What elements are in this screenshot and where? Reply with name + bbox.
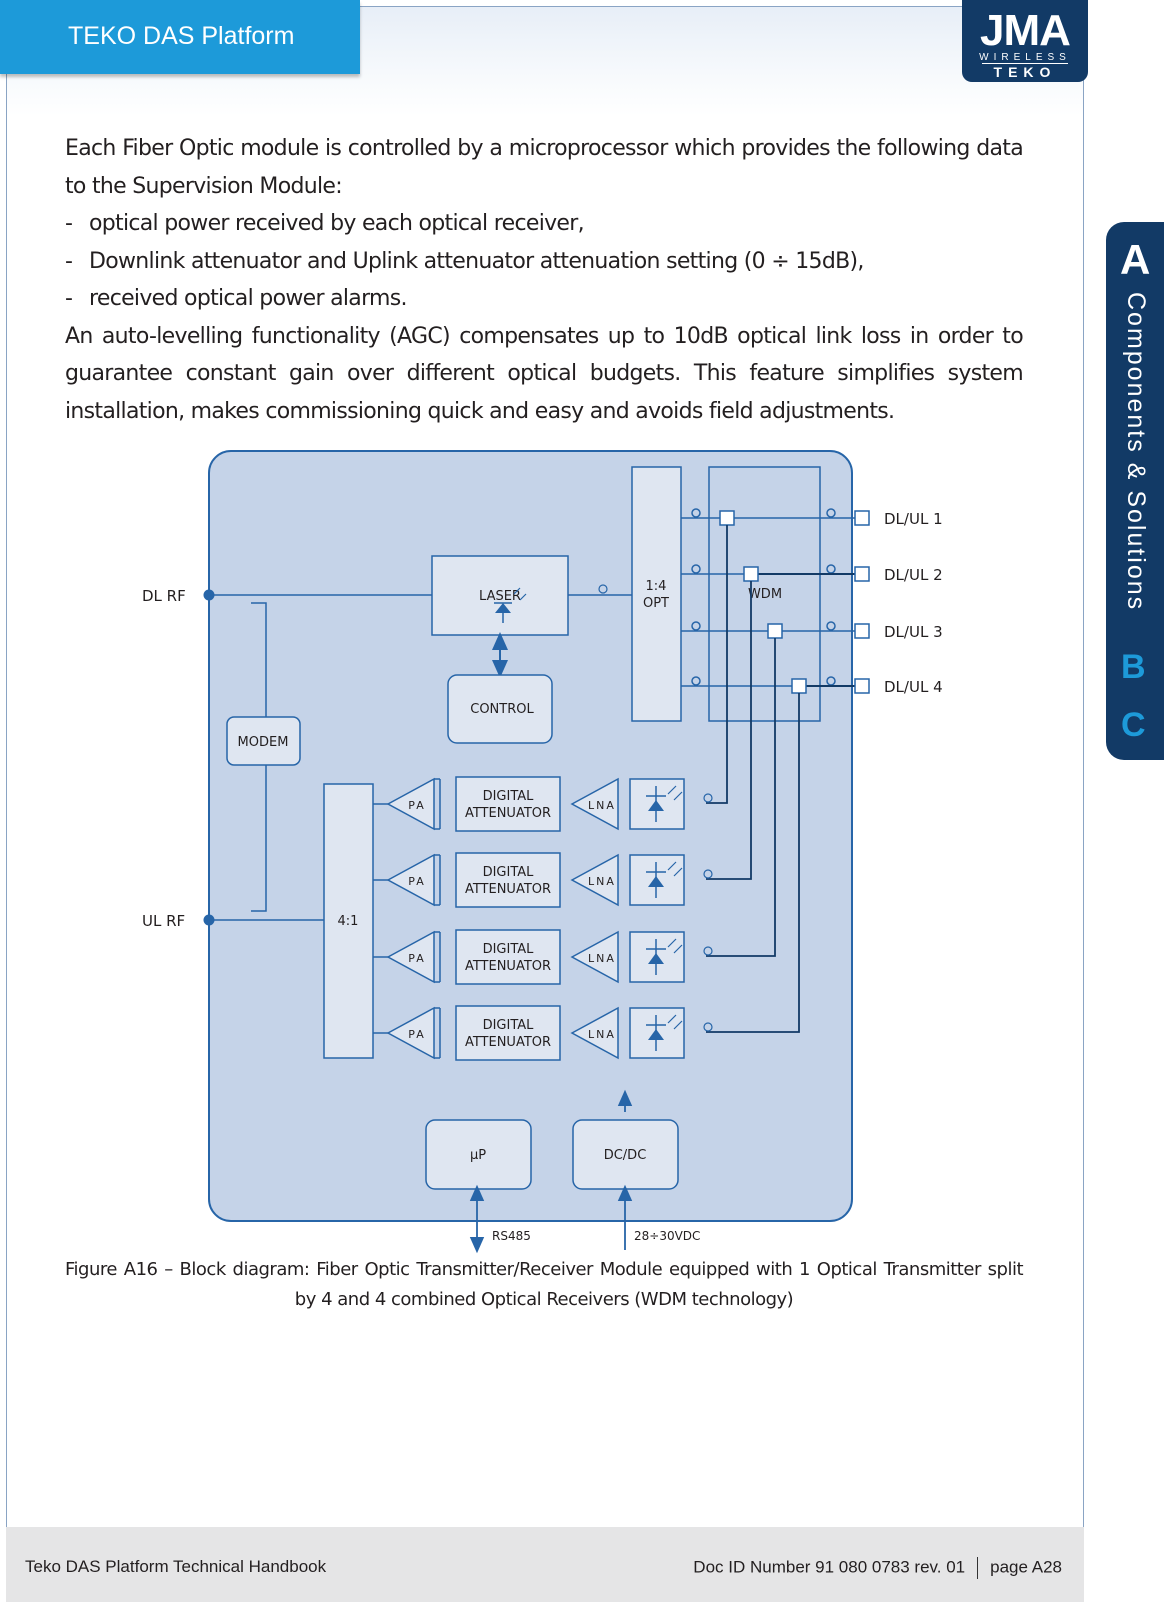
modem-label: MODEM — [238, 735, 289, 750]
dl-rf-port — [203, 589, 215, 601]
logo-sub: WIRELESS — [979, 52, 1071, 63]
port-2-connector — [854, 566, 870, 582]
header-tab: TEKO DAS Platform — [0, 0, 360, 74]
bullet-item: -received optical power alarms. — [65, 280, 1023, 318]
port-1-label: DL/UL 1 — [884, 510, 943, 528]
caption-line-2: by 4 and 4 combined Optical Receivers (W… — [294, 1289, 794, 1310]
lna-label: LNA — [588, 799, 616, 812]
attenuator-label-line1: DIGITAL — [483, 1018, 535, 1033]
figure-caption: Figure A16 – Block diagram: Fiber Optic … — [65, 1255, 1024, 1315]
pa-label: PA — [408, 952, 425, 965]
pa-label: PA — [408, 799, 425, 812]
caption-line-1: Figure A16 – Block diagram: Fiber Optic … — [65, 1259, 1024, 1280]
microprocessor-label: µP — [470, 1148, 486, 1163]
combiner-block — [323, 783, 374, 1059]
photodiode-icon — [648, 953, 664, 964]
bullet-text: Downlink attenuator and Uplink attenuato… — [89, 248, 864, 274]
footer-doc-id: Doc ID Number 91 080 0783 rev. 01 — [693, 1557, 966, 1577]
attenuator-label-line1: DIGITAL — [483, 865, 535, 880]
bullet-text: received optical power alarms. — [89, 286, 408, 311]
logo-main: JMA — [980, 6, 1071, 55]
footer-doc-info: Doc ID Number 91 080 0783 rev. 01 page A2… — [693, 1557, 1062, 1579]
receiver-chain-2: PA DIGITAL ATTENUATOR LNA — [373, 852, 685, 908]
power-label: 28÷30VDC — [634, 1229, 700, 1243]
wdm-label: WDM — [748, 587, 782, 602]
attenuator-label-line2: ATTENUATOR — [465, 882, 551, 897]
bullet-item: -Downlink attenuator and Uplink attenuat… — [65, 243, 1023, 281]
footer-page-number: page A28 — [990, 1557, 1062, 1577]
section-side-tab: A Components & Solutions B C — [1106, 222, 1164, 760]
lna-label: LNA — [588, 1028, 616, 1041]
splitter-label-type: OPT — [643, 596, 669, 611]
intro-paragraph: Each Fiber Optic module is controlled by… — [65, 136, 1024, 199]
section-letter-b[interactable]: B — [1121, 648, 1146, 686]
receiver-chain-1: PA DIGITAL ATTENUATOR LNA — [373, 776, 685, 832]
receiver-chain-4: PA DIGITAL ATTENUATOR LNA — [373, 1005, 685, 1061]
port-1-connector — [854, 510, 870, 526]
ul-rf-port — [203, 914, 215, 926]
dcdc-label: DC/DC — [604, 1148, 647, 1163]
agc-paragraph: An auto-levelling functionality (AGC) co… — [65, 323, 1024, 424]
header-title: TEKO DAS Platform — [68, 22, 295, 50]
body-text: Each Fiber Optic module is controlled by… — [65, 130, 1024, 430]
optical-splitter-block — [631, 466, 682, 722]
combiner-label: 4:1 — [338, 914, 359, 929]
port-4-connector — [854, 678, 870, 694]
company-logo: JMA WIRELESS TEKO — [962, 0, 1088, 82]
laser-label: LASER — [479, 589, 521, 604]
attenuator-label-line1: DIGITAL — [483, 789, 535, 804]
logo-divider — [982, 63, 1068, 64]
modem-block — [226, 716, 301, 766]
attenuator-label-line2: ATTENUATOR — [465, 1035, 551, 1050]
attenuator-label-line2: ATTENUATOR — [465, 959, 551, 974]
receiver-chain-3: PA DIGITAL ATTENUATOR LNA — [373, 929, 685, 985]
photodiode-icon — [648, 800, 664, 811]
port-2-label: DL/UL 2 — [884, 566, 943, 584]
wdm-block — [708, 466, 821, 722]
lna-label: LNA — [588, 952, 616, 965]
control-block — [447, 674, 553, 744]
control-label: CONTROL — [470, 702, 534, 717]
footer-separator — [977, 1557, 979, 1579]
section-label: Components & Solutions — [1122, 292, 1150, 612]
dl-rf-label: DL RF — [142, 587, 186, 605]
logo-brand: TEKO — [993, 64, 1057, 80]
port-4-label: DL/UL 4 — [884, 678, 943, 696]
footer-handbook-title: Teko DAS Platform Technical Handbook — [25, 1557, 327, 1576]
photodiode-icon — [648, 1029, 664, 1040]
page-footer: Teko DAS Platform Technical Handbook Doc… — [6, 1527, 1084, 1602]
attenuator-label-line1: DIGITAL — [483, 942, 535, 957]
section-letter-a[interactable]: A — [1120, 236, 1151, 283]
rs485-label: RS485 — [492, 1229, 531, 1243]
splitter-label-ratio: 1:4 — [646, 579, 667, 594]
lna-label: LNA — [588, 875, 616, 888]
pa-label: PA — [408, 1028, 425, 1041]
pa-label: PA — [408, 875, 425, 888]
bullet-text: optical power received by each optical r… — [89, 211, 585, 236]
attenuator-label-line2: ATTENUATOR — [465, 806, 551, 821]
bullet-item: -optical power received by each optical … — [65, 205, 1023, 243]
ul-rf-label: UL RF — [142, 912, 185, 930]
photodiode-icon — [648, 876, 664, 887]
section-letter-c[interactable]: C — [1121, 706, 1146, 744]
laser-diode-icon — [495, 603, 511, 613]
port-3-label: DL/UL 3 — [884, 623, 943, 641]
port-3-connector — [854, 623, 870, 639]
